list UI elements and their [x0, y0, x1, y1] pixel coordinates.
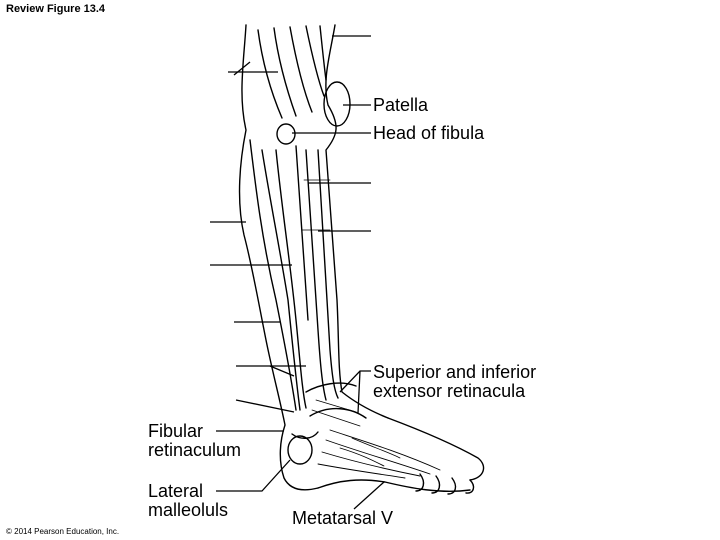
- lateral-malleolus-shape: [287, 435, 313, 465]
- lateral-malleolus-line-1: Lateral: [148, 481, 204, 501]
- toe-4: [415, 473, 425, 492]
- metatarsal-v-label: Metatarsal V: [292, 508, 394, 528]
- fibula-head-shape: [276, 123, 296, 145]
- leg-outline-posterior: [238, 24, 319, 491]
- foot-outline-sole: [317, 479, 471, 492]
- foot-outline-top: [387, 417, 485, 481]
- copyright-notice: © 2014 Pearson Education, Inc.: [6, 527, 120, 536]
- leader-blank-7: [235, 399, 295, 413]
- fibular-retinaculum-line-1: Fibular: [148, 421, 204, 441]
- extensor-retinacula-line-2: extensor retinacula: [373, 381, 526, 401]
- toe-2: [447, 477, 457, 495]
- leader-metatarsal-v: [353, 481, 385, 510]
- leader-retinacula: [339, 370, 371, 393]
- lateral-malleolus-line-2: malleoluls: [148, 500, 229, 520]
- fibular-retinaculum-label: Fibular retinaculum: [148, 422, 241, 460]
- leg-outline-anterior: [325, 24, 389, 419]
- inferior-retinaculum: [309, 408, 367, 419]
- lateral-malleolus-label: Lateral malleoluls: [148, 482, 228, 520]
- superior-retinaculum: [305, 382, 357, 393]
- toe-1: [465, 479, 475, 494]
- extensor-retinacula-line-1: Superior and inferior: [373, 362, 537, 382]
- head-of-fibula-label: Head of fibula: [373, 123, 485, 143]
- toe-3: [431, 475, 441, 494]
- slide-title: Review Figure 13.4: [6, 3, 106, 15]
- extensor-retinacula-label: Superior and inferior extensor retinacul…: [373, 363, 536, 401]
- patella-shape: [323, 81, 351, 127]
- patella-label: Patella: [373, 95, 429, 115]
- fibular-retinaculum-line-2: retinaculum: [148, 440, 242, 460]
- leader-lateral-malleolus: [216, 459, 291, 492]
